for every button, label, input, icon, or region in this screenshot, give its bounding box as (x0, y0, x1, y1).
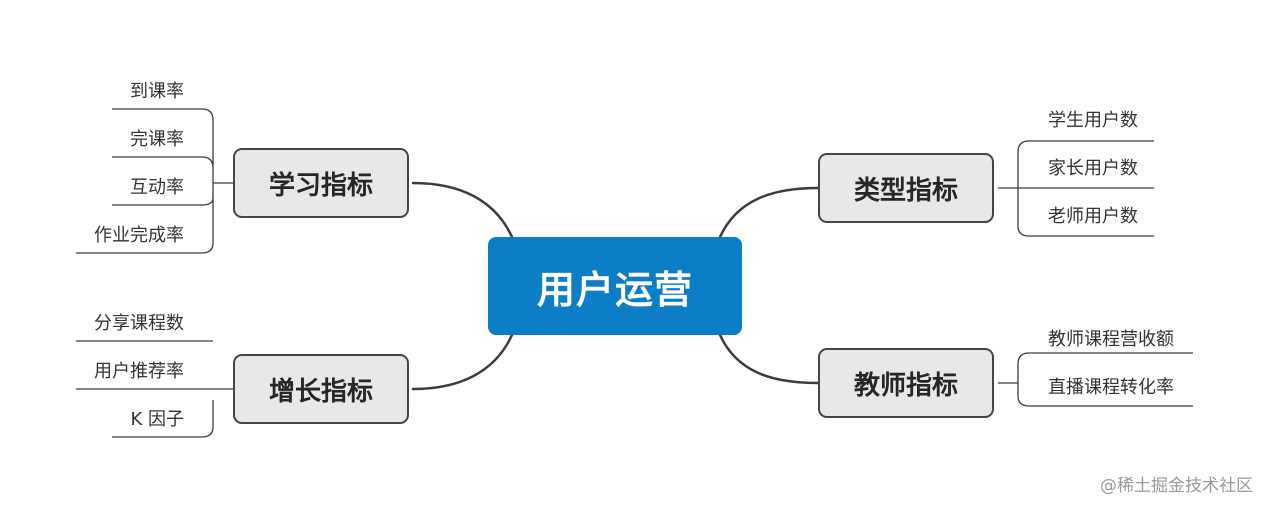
leaf-growth-referral[interactable]: 用户推荐率 (94, 361, 184, 382)
connector-center-types (718, 186, 820, 239)
leaf-types-students[interactable]: 学生用户数 (1048, 110, 1138, 131)
connector-growth-leaves (76, 340, 233, 438)
leaf-types-parents[interactable]: 家长用户数 (1048, 158, 1138, 179)
connector-types-leaves (998, 140, 1154, 237)
watermark: @稀土掘金技术社区 (1100, 476, 1253, 496)
branch-teacher[interactable]: 教师指标 (818, 348, 994, 418)
connector-center-growth (411, 333, 514, 391)
leaf-learning-attendance[interactable]: 到课率 (130, 81, 184, 102)
leaf-learning-completion[interactable]: 完课率 (130, 129, 184, 150)
branch-learning[interactable]: 学习指标 (233, 148, 409, 218)
leaf-types-teachers[interactable]: 老师用户数 (1048, 206, 1138, 227)
connector-teacher-leaves (998, 352, 1193, 407)
connector-center-learning (411, 181, 514, 239)
central-topic[interactable]: 用户运营 (488, 237, 742, 335)
leaf-growth-shares[interactable]: 分享课程数 (94, 313, 184, 334)
leaf-teacher-live-conversion[interactable]: 直播课程转化率 (1048, 377, 1174, 398)
leaf-learning-interaction[interactable]: 互动率 (130, 177, 184, 198)
connector-center-teacher (718, 333, 820, 385)
leaf-learning-homework[interactable]: 作业完成率 (94, 225, 184, 246)
branch-growth[interactable]: 增长指标 (233, 354, 409, 424)
branch-types[interactable]: 类型指标 (818, 153, 994, 223)
connector-learning-leaves (76, 108, 233, 254)
leaf-teacher-revenue[interactable]: 教师课程营收额 (1048, 329, 1174, 350)
leaf-growth-k-factor[interactable]: K 因子 (130, 409, 184, 430)
